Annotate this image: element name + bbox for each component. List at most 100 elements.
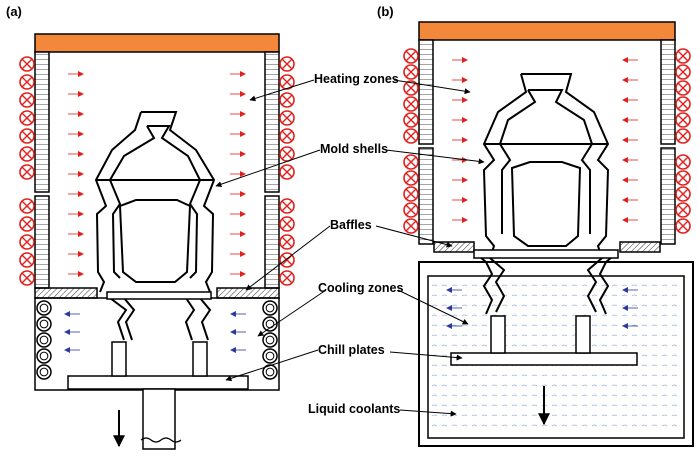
- heat-arrow-icon: [622, 157, 638, 163]
- heat-arrow-icon: [622, 137, 638, 143]
- heat-arrow-group-b: [452, 57, 638, 223]
- cooling-coil-icon: [262, 364, 278, 380]
- cool-arrow-icon: [64, 311, 80, 317]
- callout-liquid-coolants: Liquid coolants: [308, 402, 401, 416]
- heat-arrow-icon: [68, 131, 84, 137]
- panel-a: [19, 33, 295, 450]
- base-plate-a: [106, 291, 212, 300]
- cooling-coil-icon: [36, 364, 52, 380]
- heat-arrow-icon: [230, 231, 246, 237]
- heating-coil-icon: [19, 92, 35, 108]
- heat-arrow-icon: [622, 197, 638, 203]
- heat-arrow-icon: [230, 111, 246, 117]
- heating-coil-icon: [19, 128, 35, 144]
- heat-arrow-icon: [452, 197, 468, 203]
- coolant-wave: [431, 294, 678, 297]
- heating-coil-icon: [675, 64, 691, 80]
- furnace-wall-right-upper-a: [264, 51, 280, 193]
- leader-heating-a: [249, 79, 315, 102]
- furnace-wall-right-lower-b: [660, 147, 676, 245]
- heating-coil-icon: [403, 154, 419, 170]
- heat-arrow-icon: [68, 111, 84, 117]
- heating-coil-icon: [19, 270, 35, 286]
- leader-chill-b: [389, 351, 463, 361]
- leader-lines: [215, 79, 485, 417]
- heat-arrow-icon: [230, 191, 246, 197]
- heating-coil-icon: [403, 80, 419, 96]
- coolant-wave: [431, 384, 678, 387]
- callout-chill-plates: Chill plates: [318, 343, 385, 357]
- heating-coil-icon: [675, 80, 691, 96]
- heat-arrow-icon: [68, 171, 84, 177]
- heat-arrow-icon: [230, 171, 246, 177]
- coolant-wave: [431, 304, 678, 307]
- cooling-coil-group-a: [36, 300, 278, 380]
- heat-arrow-icon: [230, 271, 246, 277]
- baffle-right-b: [619, 241, 661, 253]
- cool-arrow-icon: [230, 347, 246, 353]
- cool-arrow-icon: [446, 305, 462, 311]
- base-plate-b: [473, 249, 619, 259]
- heating-coil-icon: [279, 216, 295, 232]
- chill-plate-b: [450, 352, 638, 366]
- panel-b: [403, 21, 694, 447]
- heat-arrow-icon: [452, 177, 468, 183]
- heating-coil-icon: [19, 164, 35, 180]
- heating-coil-icon: [19, 198, 35, 214]
- heat-arrow-icon: [68, 151, 84, 157]
- coolant-wave: [431, 314, 678, 317]
- heating-coil-icon: [675, 186, 691, 202]
- heat-arrow-icon: [622, 77, 638, 83]
- heating-coil-icon: [403, 48, 419, 64]
- cool-arrow-group-b: [446, 287, 638, 329]
- heat-arrow-icon: [452, 117, 468, 123]
- furnace-wall-left-upper-a: [34, 51, 50, 193]
- heat-arrow-icon: [452, 57, 468, 63]
- heating-coil-icon: [279, 128, 295, 144]
- furnace-wall-right-upper-b: [660, 39, 676, 145]
- cooling-coil-icon: [36, 332, 52, 348]
- leader-coolant-b: [399, 409, 457, 417]
- heating-coil-icon: [675, 154, 691, 170]
- heat-arrow-icon: [622, 217, 638, 223]
- heat-arrow-icon: [230, 151, 246, 157]
- baffle-right-a: [216, 287, 280, 299]
- heating-coil-icon: [403, 64, 419, 80]
- callout-cooling-zones: Cooling zones: [318, 281, 404, 295]
- heating-coil-icon: [675, 48, 691, 64]
- heat-arrow-icon: [68, 251, 84, 257]
- leader-mold-b: [385, 149, 485, 165]
- heat-arrow-icon: [230, 71, 246, 77]
- heating-coil-icon: [19, 56, 35, 72]
- heat-arrow-group-a: [68, 71, 246, 277]
- heating-coil-icon: [279, 146, 295, 162]
- furnace-wall-left-lower-b: [418, 147, 434, 245]
- panel-b-label: (b): [377, 4, 394, 19]
- heating-coil-icon: [403, 112, 419, 128]
- heat-arrow-icon: [68, 71, 84, 77]
- heating-coil-icon: [279, 270, 295, 286]
- callout-heating-zones: Heating zones: [314, 72, 399, 86]
- callout-mold-shells: Mold shells: [320, 142, 389, 156]
- heating-coil-icon: [403, 186, 419, 202]
- heating-coil-icon: [675, 128, 691, 144]
- leader-baffles-a: [245, 225, 331, 291]
- heat-arrow-icon: [230, 251, 246, 257]
- coil-group-a: [19, 56, 295, 286]
- heat-arrow-icon: [622, 57, 638, 63]
- furnace-wall-left-lower-a: [34, 195, 50, 289]
- cool-arrow-icon: [446, 287, 462, 293]
- heat-arrow-icon: [230, 211, 246, 217]
- pour-cup-left-b: [490, 315, 506, 354]
- heat-arrow-icon: [622, 177, 638, 183]
- cooling-coil-icon: [262, 300, 278, 316]
- heating-coil-icon: [19, 146, 35, 162]
- chill-plate-a: [67, 375, 249, 390]
- heat-arrow-icon: [452, 137, 468, 143]
- furnace-top-b: [418, 21, 676, 41]
- heating-coil-icon: [675, 170, 691, 186]
- pour-cup-right-a: [192, 341, 208, 377]
- callout-baffles: Baffles: [330, 218, 372, 232]
- heating-coil-icon: [279, 164, 295, 180]
